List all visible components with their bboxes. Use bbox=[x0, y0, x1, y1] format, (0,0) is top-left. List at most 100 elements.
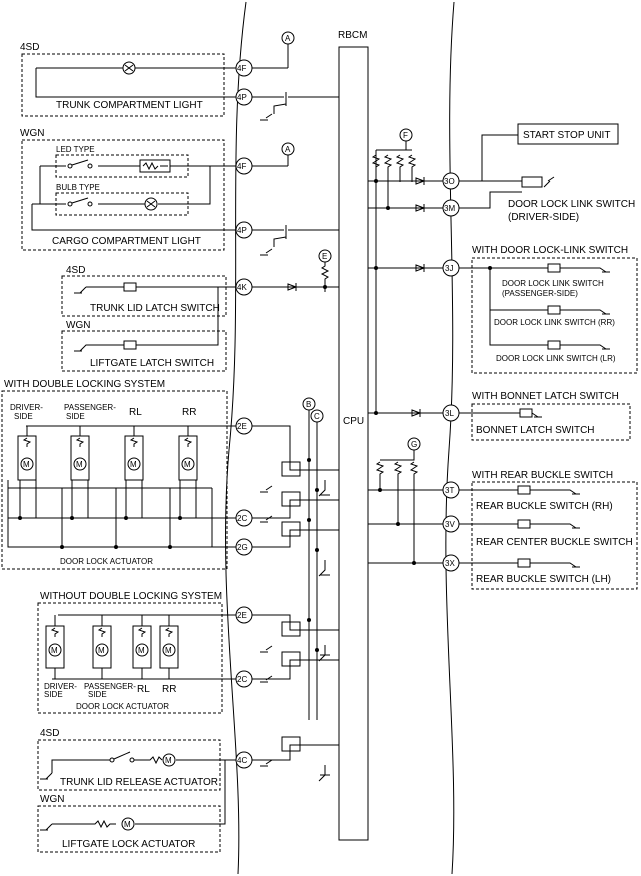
svg-text:F: F bbox=[403, 131, 408, 140]
svg-text:M: M bbox=[76, 460, 83, 469]
dl-motor-2: M bbox=[70, 426, 90, 481]
marker-a-2: A bbox=[252, 142, 295, 167]
ndl-driver-1: DRIVER- bbox=[44, 682, 77, 691]
label-4sd-trunk-light: 4SD bbox=[20, 42, 39, 53]
svg-text:M: M bbox=[51, 646, 58, 655]
box-cargo-light bbox=[21, 139, 225, 251]
svg-text:M: M bbox=[98, 646, 105, 655]
connector-2c-b: 2C bbox=[235, 670, 253, 688]
dl-rr: RR bbox=[182, 407, 196, 418]
box-trunk-light bbox=[21, 53, 225, 117]
connector-3v: 3V bbox=[442, 515, 460, 533]
dll-circuit bbox=[459, 263, 610, 350]
svg-text:2C: 2C bbox=[237, 514, 247, 523]
start-stop-unit-box bbox=[517, 123, 619, 145]
svg-text:M: M bbox=[130, 460, 137, 469]
buckle-rh-label: REAR BUCKLE SWITCH (RH) bbox=[476, 501, 613, 512]
box-trunk-latch bbox=[61, 275, 227, 317]
svg-text:A: A bbox=[285, 34, 291, 43]
start-stop-label: START STOP UNIT bbox=[523, 130, 610, 141]
latch-circuit bbox=[74, 282, 236, 352]
box-liftgate-latch bbox=[61, 330, 227, 372]
connector-2c-a: 2C bbox=[235, 509, 253, 527]
trunk-release-label: TRUNK LID RELEASE ACTUATOR bbox=[60, 777, 218, 788]
connector-3m: 3M bbox=[442, 199, 460, 217]
dl-passenger-2: SIDE bbox=[66, 412, 85, 421]
right-internal-wiring bbox=[368, 141, 443, 565]
with-bonnet-title: WITH BONNET LATCH SWITCH bbox=[472, 391, 619, 402]
dl-motor-1: M bbox=[17, 426, 37, 481]
label-4sd-trunk-latch: 4SD bbox=[66, 265, 85, 276]
label-wgn-liftgate-actuator: WGN bbox=[40, 794, 64, 805]
box-buckle bbox=[471, 481, 638, 590]
box-bonnet bbox=[471, 403, 631, 441]
box-double-lock bbox=[1, 390, 228, 570]
box-with-dll bbox=[471, 257, 638, 374]
svg-text:M: M bbox=[23, 460, 30, 469]
connector-4k: 4K bbox=[235, 278, 253, 296]
connector-3o: 3O bbox=[442, 172, 460, 190]
svg-text:3T: 3T bbox=[445, 486, 454, 495]
dl-motor-3: M bbox=[124, 426, 144, 481]
release-circuit: M M bbox=[40, 751, 236, 831]
svg-text:4K: 4K bbox=[237, 283, 247, 292]
ndl-passenger-2: SIDE bbox=[88, 690, 107, 699]
connector-2e-b: 2E bbox=[235, 606, 253, 624]
connector-4f-a: 4F bbox=[235, 59, 253, 77]
svg-text:M: M bbox=[165, 646, 172, 655]
bulb-type-label: BULB TYPE bbox=[56, 183, 100, 192]
svg-text:3X: 3X bbox=[445, 559, 455, 568]
marker-b: B bbox=[302, 397, 316, 411]
buckle-lh-label: REAR BUCKLE SWITCH (LH) bbox=[476, 574, 611, 585]
trunk-light-circuit bbox=[35, 61, 236, 98]
svg-text:3L: 3L bbox=[445, 409, 454, 418]
svg-text:2C: 2C bbox=[237, 675, 247, 684]
no-double-lock-title: WITHOUT DOUBLE LOCKING SYSTEM bbox=[40, 591, 222, 602]
buckle-circuit bbox=[459, 485, 580, 568]
bonnet-label: BONNET LATCH SWITCH bbox=[476, 425, 595, 436]
label-wgn-liftgate-latch: WGN bbox=[66, 320, 90, 331]
svg-text:M: M bbox=[138, 646, 145, 655]
connector-3t: 3T bbox=[442, 481, 460, 499]
svg-text:A: A bbox=[285, 145, 291, 154]
double-lock-title: WITH DOUBLE LOCKING SYSTEM bbox=[4, 379, 165, 390]
dll-rr: DOOR LOCK LINK SWITCH (RR) bbox=[494, 318, 615, 327]
cargo-light-circuit bbox=[31, 159, 236, 231]
cpu-block bbox=[338, 46, 369, 841]
connector-3l: 3L bbox=[442, 404, 460, 422]
svg-text:4F: 4F bbox=[237, 64, 246, 73]
svg-text:4F: 4F bbox=[237, 162, 246, 171]
with-dll-title: WITH DOOR LOCK-LINK SWITCH bbox=[472, 245, 628, 256]
ndl-actuator-label: DOOR LOCK ACTUATOR bbox=[76, 702, 169, 711]
with-buckle-title: WITH REAR BUCKLE SWITCH bbox=[472, 470, 613, 481]
connector-4c: 4C bbox=[235, 751, 253, 769]
svg-text:3O: 3O bbox=[444, 177, 455, 186]
dl-rl: RL bbox=[129, 407, 142, 418]
ndl-motor-3: M bbox=[132, 615, 152, 669]
marker-g: G bbox=[407, 437, 421, 451]
marker-f: F bbox=[399, 128, 413, 142]
svg-text:E: E bbox=[322, 252, 327, 261]
svg-text:3V: 3V bbox=[445, 520, 455, 529]
buckle-center-label: REAR CENTER BUCKLE SWITCH bbox=[476, 537, 633, 548]
marker-a-1: A bbox=[252, 31, 295, 69]
start-stop-circuit bbox=[459, 134, 555, 209]
dl-passenger-1: PASSENGER- bbox=[64, 403, 116, 412]
rbcm-label: RBCM bbox=[338, 30, 367, 41]
dll-lr: DOOR LOCK LINK SWITCH (LR) bbox=[496, 354, 616, 363]
led-type-label: LED TYPE bbox=[56, 145, 95, 154]
ndl-passenger-1: PASSENGER- bbox=[84, 682, 136, 691]
connector-3x: 3X bbox=[442, 554, 460, 572]
dll-driver-1: DOOR LOCK LINK SWITCH bbox=[508, 199, 635, 210]
connector-4p-a: 4P bbox=[235, 88, 253, 106]
svg-text:M: M bbox=[184, 460, 191, 469]
svg-text:4C: 4C bbox=[237, 756, 247, 765]
liftgate-actuator-label: LIFTGATE LOCK ACTUATOR bbox=[62, 839, 195, 850]
svg-text:2E: 2E bbox=[237, 422, 247, 431]
dl-driver-2: SIDE bbox=[14, 412, 33, 421]
svg-text:C: C bbox=[314, 412, 320, 421]
dll-passenger-2: (PASSENGER-SIDE) bbox=[502, 289, 578, 298]
dl-actuator-label: DOOR LOCK ACTUATOR bbox=[60, 557, 153, 566]
svg-text:3M: 3M bbox=[444, 204, 455, 213]
